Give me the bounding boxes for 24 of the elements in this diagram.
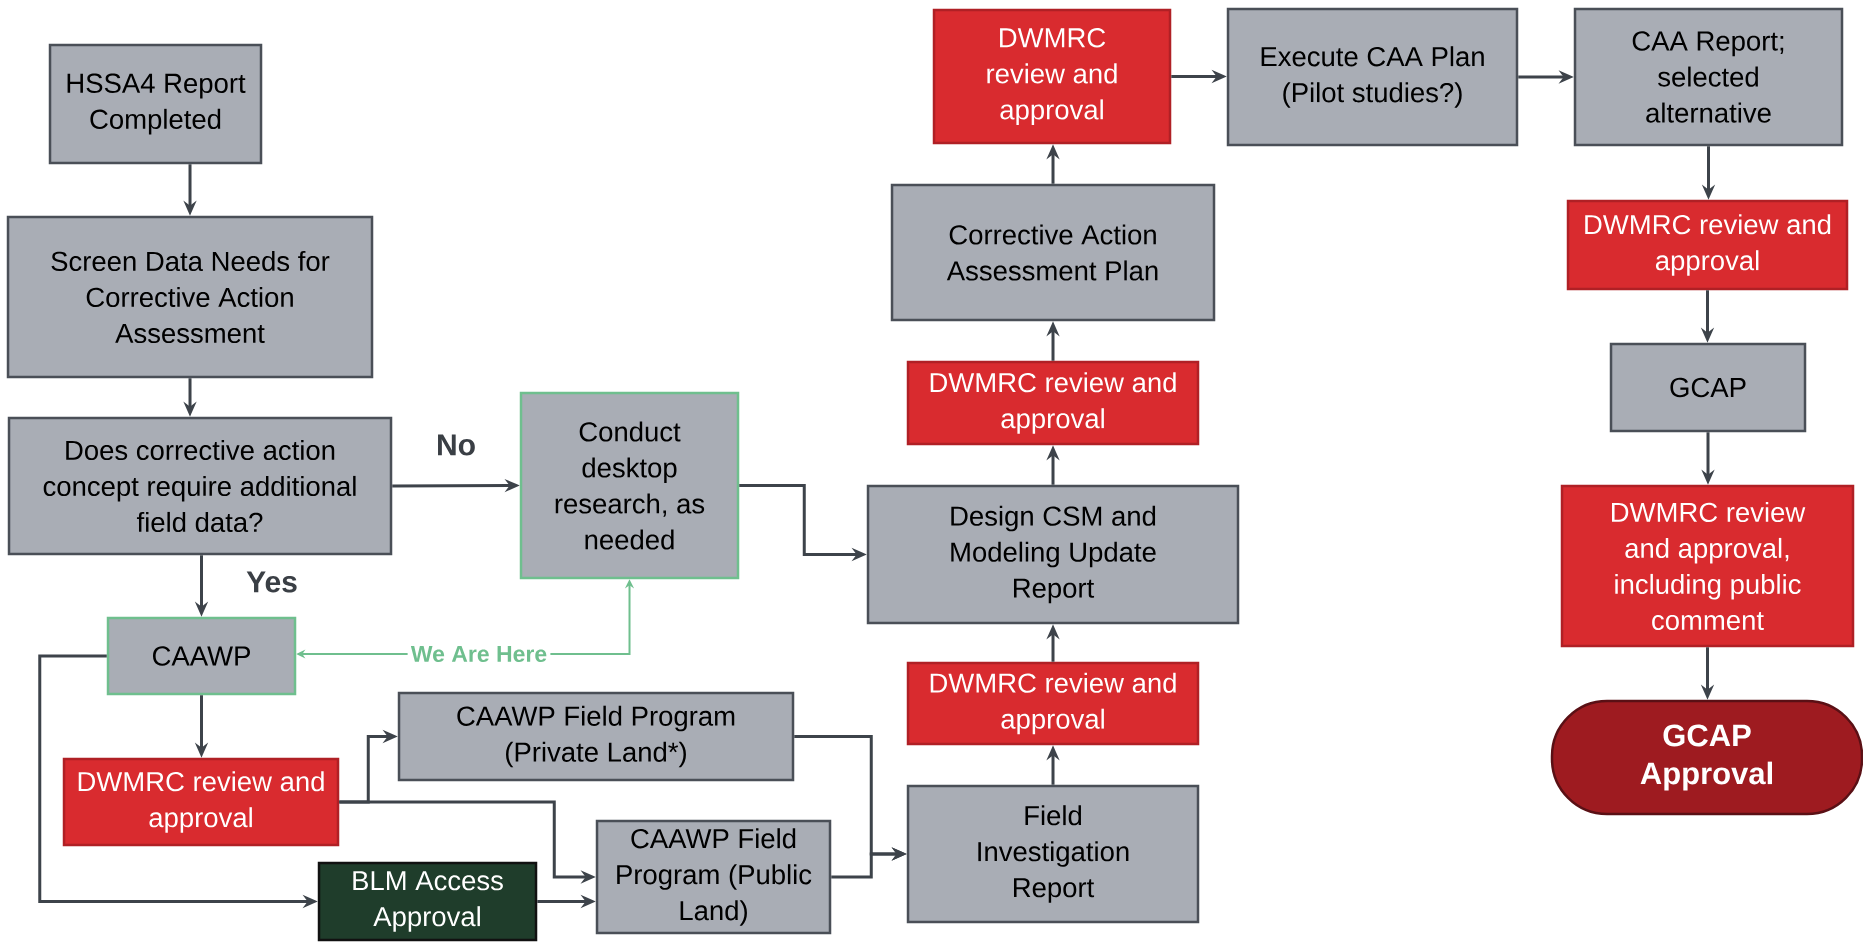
edge-label: Yes xyxy=(246,571,297,593)
process-box: Field Investigation Report xyxy=(906,784,1200,924)
process-box: HSSA4 Report Completed xyxy=(48,43,263,165)
process-box: Design CSM and Modeling Update Report xyxy=(866,484,1240,625)
process-box: CAA Report; selected alternative xyxy=(1573,7,1844,147)
process-box: Execute CAA Plan (Pilot studies?) xyxy=(1226,7,1519,147)
end-terminal: GCAP Approval xyxy=(1550,699,1863,816)
review-box: DWMRC review and approval xyxy=(1566,199,1849,291)
process-box: GCAP xyxy=(1609,342,1807,433)
review-box: DWMRC review and approval xyxy=(932,8,1172,145)
approval-box: BLM Access Approval xyxy=(317,861,538,942)
process-box: CAAWP xyxy=(106,616,297,696)
edge-label: No xyxy=(438,434,475,456)
review-box: DWMRC review and approval xyxy=(906,661,1200,746)
process-box: Screen Data Needs for Corrective Action Assessment xyxy=(6,215,374,379)
process-box: CAAWP Field Program (Public Land) xyxy=(595,819,832,935)
review-box: DWMRC review and approval xyxy=(62,757,340,847)
process-box: Corrective Action Assessment Plan xyxy=(890,183,1216,322)
callout-text: We Are Here xyxy=(410,645,547,662)
review-box: DWMRC review and approval xyxy=(906,360,1200,446)
process-box: CAAWP Field Program (Private Land*) xyxy=(397,691,795,782)
review-box: DWMRC review and approval, including public comment xyxy=(1560,484,1855,648)
process-box: Does corrective action concept require additional field data? xyxy=(7,416,393,556)
process-box: Conduct desktop research, as needed xyxy=(519,391,740,580)
